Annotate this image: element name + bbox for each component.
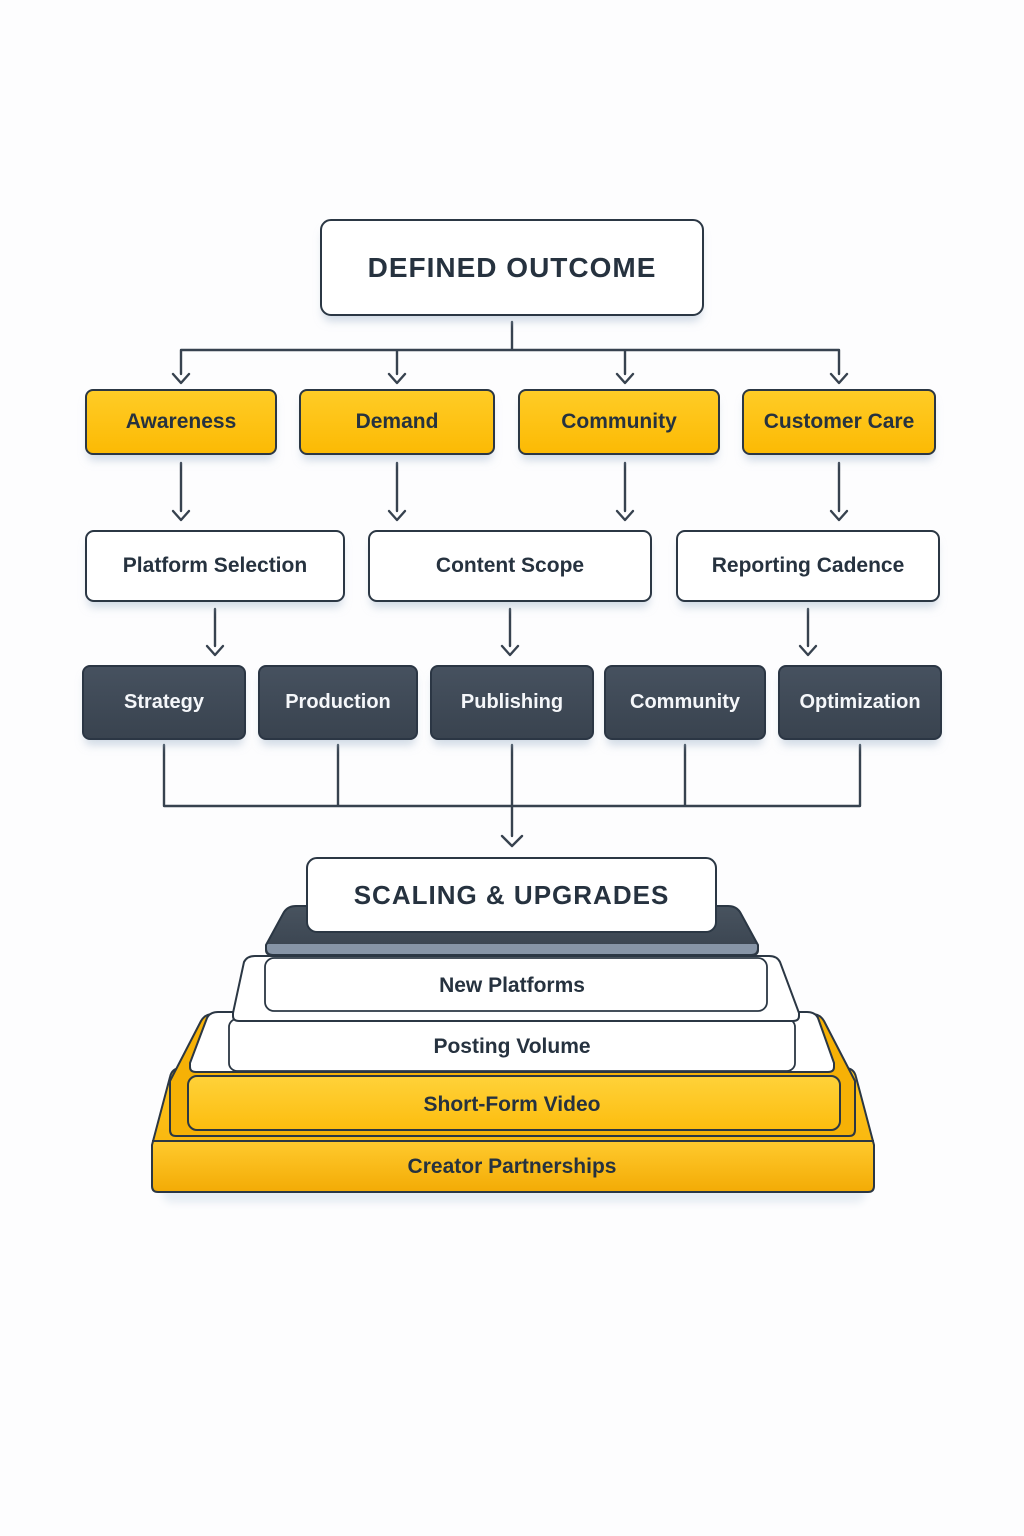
pillar-demand-box: Demand (299, 389, 495, 455)
arrowhead-down-icon (615, 509, 635, 522)
defined-outcome-box: DEFINED OUTCOME (320, 219, 704, 316)
scaling-upgrades-box: SCALING & UPGRADES (306, 857, 717, 933)
workflow-optimization-box: Optimization (778, 665, 942, 740)
connector-workflow-to-scaling (162, 743, 862, 848)
arrowhead-down-icon (798, 644, 818, 657)
workflow-production-box: Production (258, 665, 418, 740)
pillar-awareness-box: Awareness (85, 389, 277, 455)
planning-platform-selection-box: Platform Selection (85, 530, 345, 602)
pyramid-tier-new-platforms (232, 955, 800, 1022)
arrowhead-down-icon (171, 372, 191, 385)
arrowhead-down-icon (829, 372, 849, 385)
arrowhead-down-icon (205, 644, 225, 657)
arrowhead-down-icon (500, 834, 524, 848)
arrowhead-down-icon (500, 644, 520, 657)
arrowhead-down-icon (387, 509, 407, 522)
connector-pillars-to-planning (171, 461, 849, 522)
workflow-strategy-box: Strategy (82, 665, 246, 740)
workflow-publishing-box: Publishing (430, 665, 594, 740)
planning-reporting-cadence-box: Reporting Cadence (676, 530, 940, 602)
connector-planning-to-workflow (205, 607, 818, 657)
planning-content-scope-box: Content Scope (368, 530, 652, 602)
pyramid-tier-posting-volume (189, 1011, 835, 1073)
pillar-customer-care-box: Customer Care (742, 389, 936, 455)
arrowhead-down-icon (171, 509, 191, 522)
arrowhead-down-icon (615, 372, 635, 385)
arrowhead-down-icon (387, 372, 407, 385)
workflow-community-box: Community (604, 665, 766, 740)
pillar-community-box: Community (518, 389, 720, 455)
connector-outcome-to-pillars (171, 320, 849, 385)
arrowhead-down-icon (829, 509, 849, 522)
